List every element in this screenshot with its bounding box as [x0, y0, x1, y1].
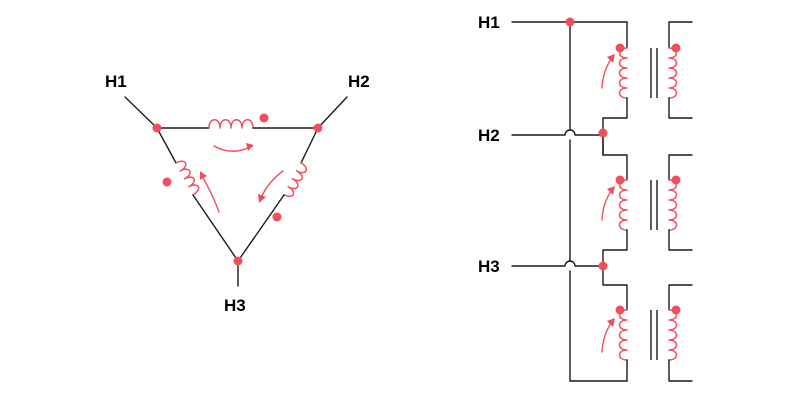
polarity-dot	[162, 177, 172, 187]
arrowhead-icon	[258, 194, 266, 203]
current-arrow	[260, 170, 284, 199]
polarity-dot	[671, 305, 681, 315]
junction-dot-h2	[598, 128, 608, 138]
delta-label-h3: H3	[224, 296, 246, 315]
polarity-dot	[272, 212, 282, 222]
arrowhead-icon	[607, 186, 615, 195]
arrowhead-icon	[607, 318, 615, 327]
current-arrow	[201, 175, 220, 213]
bank-label-h3: H3	[478, 257, 500, 276]
transformer-1	[601, 21, 693, 132]
polarity-dot	[615, 175, 625, 185]
bank-label-h1: H1	[478, 13, 500, 32]
arrowhead-icon	[200, 171, 207, 180]
junction-dot-h1	[152, 123, 162, 133]
delta-winding-top	[156, 113, 319, 152]
delta-label-h2: H2	[348, 72, 370, 91]
transformer-bank: H1 H2 H3	[478, 13, 693, 382]
arrowhead-icon	[607, 54, 615, 63]
delta-winding-right	[237, 127, 319, 262]
polarity-dot	[615, 43, 625, 53]
polarity-dot	[259, 113, 269, 123]
h1-lead	[124, 96, 158, 129]
junction-dot-h3	[598, 261, 608, 271]
delta-connection: H1 H2 H3	[105, 72, 370, 315]
h2-line	[511, 129, 604, 136]
current-arrow	[601, 321, 613, 353]
polarity-dot	[671, 175, 681, 185]
junction-dot-h1	[565, 17, 575, 27]
polarity-dot	[671, 43, 681, 53]
bank-label-h2: H2	[478, 126, 500, 145]
transformer-2	[601, 134, 693, 267]
delta-winding-left	[156, 127, 239, 262]
h2-lead	[317, 96, 348, 129]
transformer-3	[601, 265, 693, 382]
current-arrow	[601, 57, 613, 89]
junction-dot-h2	[313, 123, 323, 133]
delta-label-h1: H1	[105, 72, 127, 91]
h3-line	[511, 260, 604, 267]
junction-dot-h3	[233, 256, 243, 266]
current-arrow	[213, 145, 251, 152]
polarity-dot	[615, 305, 625, 315]
arrowhead-icon	[246, 143, 254, 151]
current-arrow	[601, 189, 613, 221]
